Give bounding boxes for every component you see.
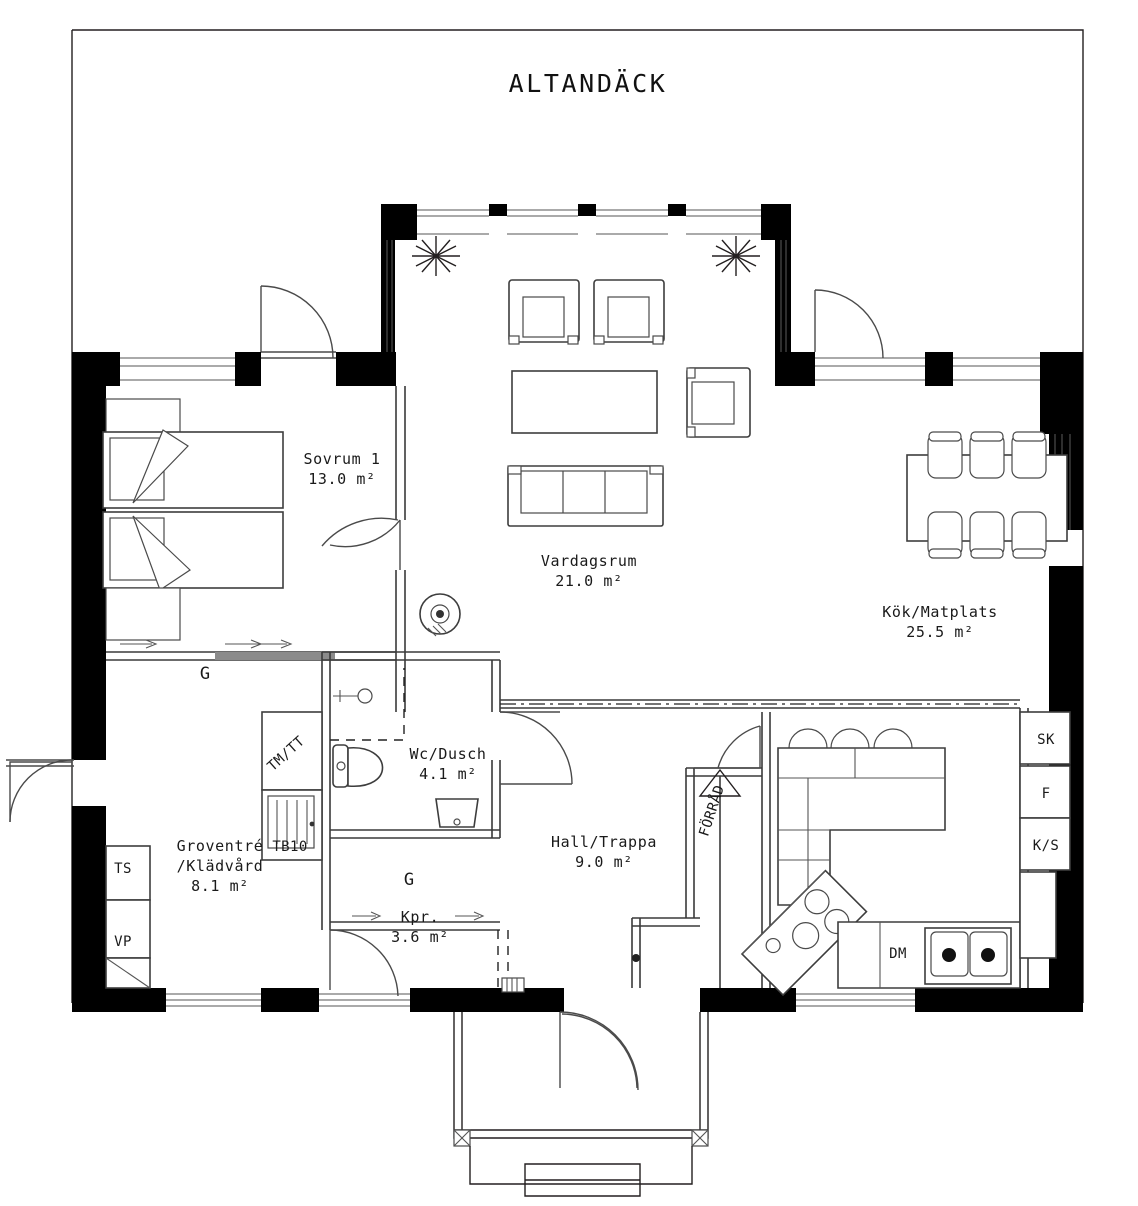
room-label-hall-area: 9.0 m² bbox=[575, 853, 633, 871]
wardrobe-label-g-kpr: G bbox=[404, 870, 414, 890]
room-label-kok-area: 25.5 m² bbox=[906, 623, 973, 641]
windows bbox=[120, 209, 1071, 1007]
dining-set bbox=[906, 431, 1068, 559]
room-label-sovrum1-name: Sovrum 1 bbox=[303, 450, 380, 468]
detector-icon bbox=[419, 593, 461, 637]
utility-fittings bbox=[105, 711, 323, 989]
appliance-label-vp: VP bbox=[114, 934, 132, 950]
appliance-label-ks: K/S bbox=[1033, 838, 1060, 854]
room-label-sovrum1-area: 13.0 m² bbox=[308, 470, 375, 488]
appliance-label-ts: TS bbox=[114, 861, 132, 877]
room-label-kpr-name: Kpr. bbox=[401, 908, 440, 926]
appliance-label-dm: DM bbox=[889, 946, 907, 962]
room-label-kpr-area: 3.6 m² bbox=[391, 928, 449, 946]
appliance-label-tb10: TB10 bbox=[272, 839, 307, 855]
appliance-label-sk: SK bbox=[1037, 732, 1055, 748]
wc-fixtures bbox=[330, 668, 479, 828]
plant-icon bbox=[412, 236, 460, 276]
bedroom-furniture bbox=[102, 398, 293, 649]
room-label-vardagsrum-area: 21.0 m² bbox=[555, 572, 622, 590]
room-label-vardagsrum-name: Vardagsrum bbox=[541, 552, 637, 570]
entry-porch bbox=[453, 977, 709, 1197]
wardrobe-label-g-bedroom: G bbox=[200, 664, 210, 684]
plant-icon bbox=[712, 236, 760, 276]
staircase bbox=[632, 768, 742, 988]
wardrobe-labels: G G bbox=[200, 664, 414, 890]
room-label-groventre-line1: Groventré bbox=[177, 837, 264, 855]
room-label-hall-name: Hall/Trappa bbox=[551, 833, 657, 851]
page-title: ALTANDÄCK bbox=[509, 69, 668, 98]
room-label-wc-name: Wc/Dusch bbox=[409, 745, 486, 763]
appliance-label-f: F bbox=[1042, 786, 1051, 802]
room-label-kok-name: Kök/Matplats bbox=[882, 603, 998, 621]
living-room-furniture bbox=[412, 236, 760, 527]
room-labels: Sovrum 1 13.0 m² Vardagsrum 21.0 m² Kök/… bbox=[177, 450, 998, 946]
room-label-groventre-line2: /Klädvård bbox=[177, 857, 264, 875]
room-label-groventre-area: 8.1 m² bbox=[191, 877, 249, 895]
room-label-wc-area: 4.1 m² bbox=[419, 765, 477, 783]
doors bbox=[6, 285, 884, 1091]
kitchen-fittings bbox=[500, 703, 1071, 997]
